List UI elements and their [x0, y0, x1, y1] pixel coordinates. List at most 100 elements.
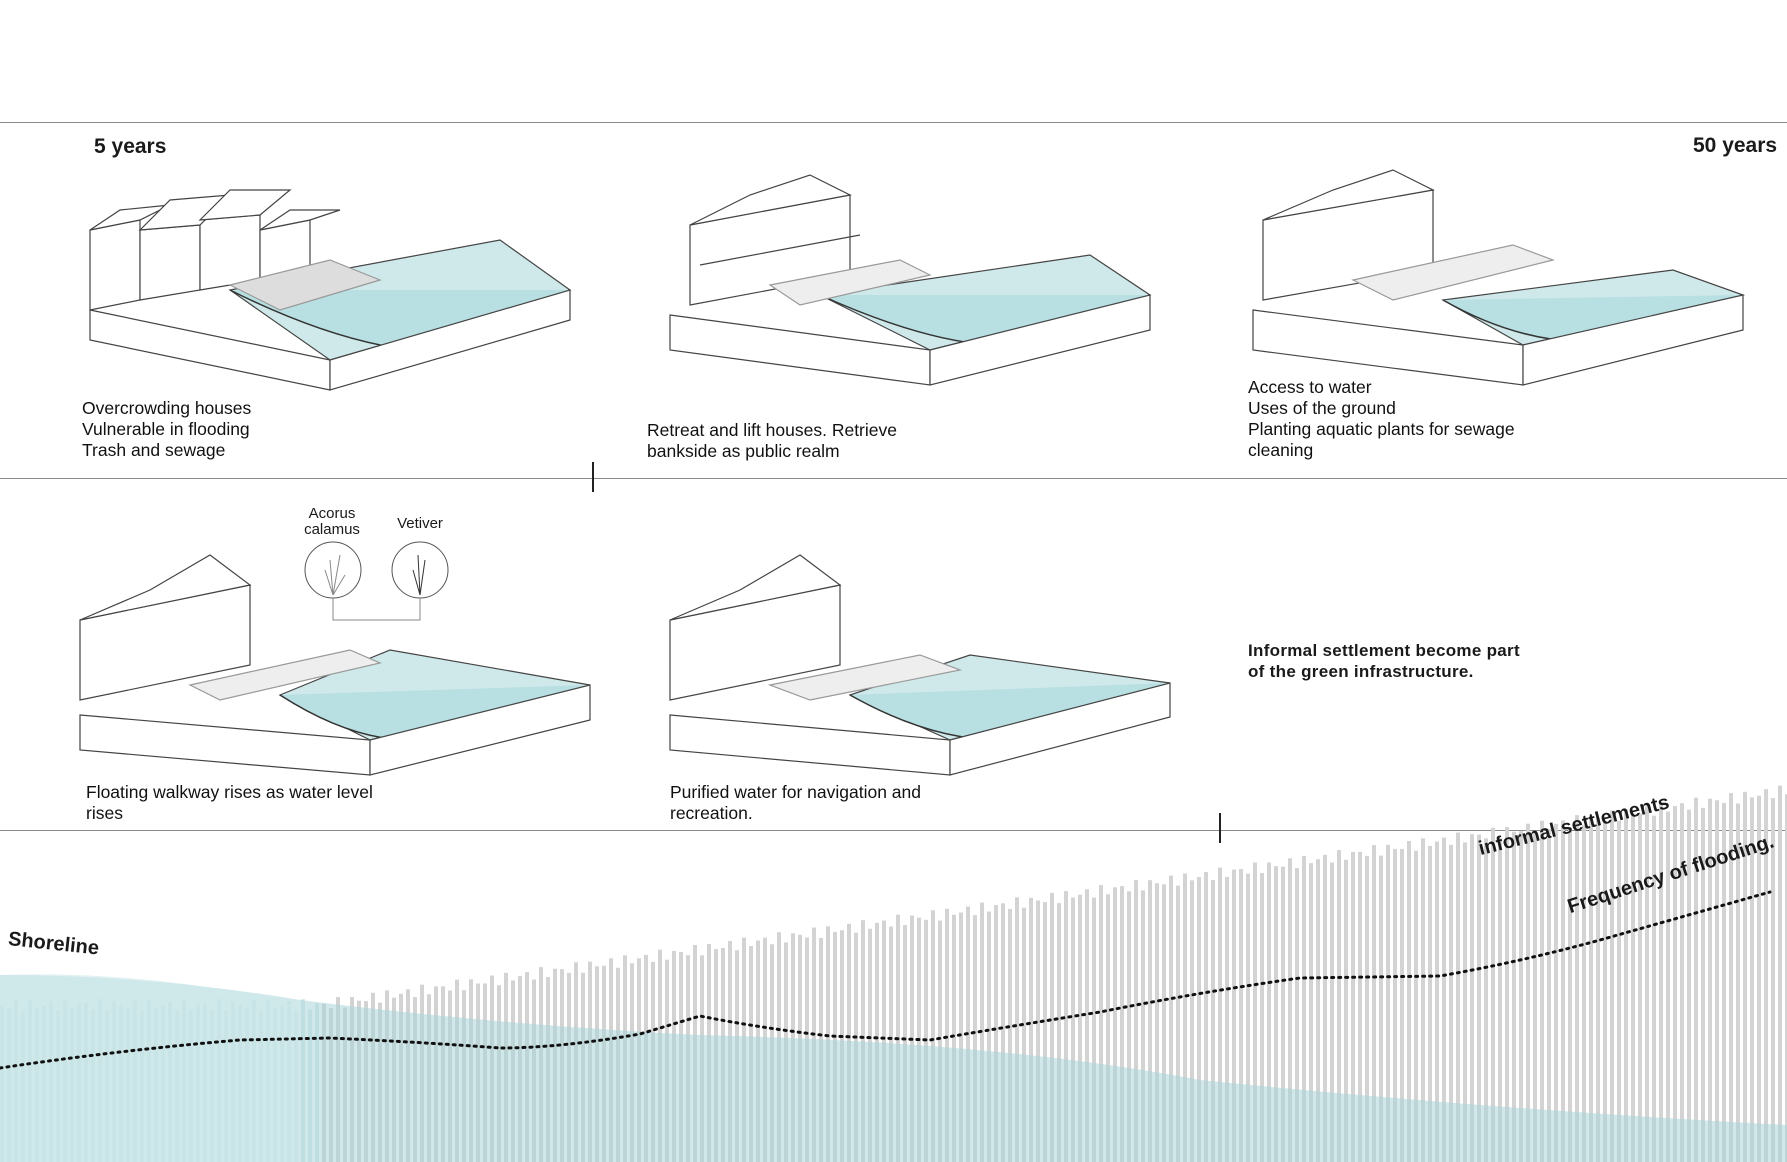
- settlement-bar: [1274, 866, 1278, 1162]
- settlement-bar: [1029, 897, 1033, 1162]
- panel-1-diagram: [89, 189, 572, 391]
- settlement-bar: [959, 912, 963, 1162]
- settlement-bar: [1050, 892, 1054, 1162]
- settlement-bar: [1008, 908, 1012, 1162]
- settlement-bar: [1589, 816, 1593, 1162]
- settlement-bar: [1456, 832, 1460, 1162]
- settlement-bar: [1351, 851, 1355, 1162]
- settlement-bar: [1064, 891, 1068, 1162]
- settlement-bar: [1778, 785, 1782, 1162]
- settlement-bar: [1624, 809, 1628, 1162]
- settlement-bar: [973, 915, 977, 1162]
- top-divider: [0, 122, 1787, 123]
- settlement-bar: [1540, 820, 1544, 1162]
- settlement-bar: [1715, 800, 1719, 1162]
- settlement-bar: [1659, 803, 1663, 1162]
- settlement-bar: [1687, 809, 1691, 1162]
- settlement-bar: [1127, 891, 1131, 1162]
- settlement-bar: [1428, 845, 1432, 1162]
- settlement-bar: [1246, 873, 1250, 1162]
- plant-label-acorus: Acorus calamus: [304, 505, 360, 538]
- settlement-bar: [1554, 823, 1558, 1162]
- settlement-bar: [1323, 854, 1327, 1162]
- settlement-bar: [1190, 880, 1194, 1162]
- settlement-bar: [1155, 883, 1159, 1162]
- settlement-bar: [952, 914, 956, 1162]
- settlement-bar: [1120, 886, 1124, 1162]
- settlement-bar: [1512, 831, 1516, 1162]
- settlement-bar: [1372, 845, 1376, 1162]
- settlement-bar: [1617, 820, 1621, 1162]
- settlement-bar: [1610, 810, 1614, 1162]
- shoreline-band: [0, 974, 300, 1162]
- settlement-bar: [1631, 814, 1635, 1162]
- timeline-tick-2: [1219, 813, 1221, 843]
- settlement-bar: [1176, 885, 1180, 1162]
- panel-4-caption: Floating walkway rises as water level ri…: [86, 782, 373, 823]
- settlement-bar: [1092, 897, 1096, 1162]
- settlement-bar: [987, 911, 991, 1162]
- settlement-bar: [1575, 815, 1579, 1162]
- settlement-bar: [1281, 866, 1285, 1162]
- settlement-bar: [1463, 842, 1467, 1162]
- settlement-bar: [1001, 903, 1005, 1162]
- settlement-bar: [1288, 858, 1292, 1162]
- settlement-bar: [1358, 851, 1362, 1162]
- conclusion-text: Informal settlement become part of the g…: [1248, 641, 1520, 681]
- settlement-bar: [861, 920, 865, 1162]
- panel-2-diagram: [669, 174, 1152, 386]
- settlement-bar: [1442, 837, 1446, 1162]
- settlement-bar: [1582, 825, 1586, 1162]
- settlement-bar: [931, 910, 935, 1162]
- settlement-bar: [1183, 873, 1187, 1162]
- settlement-bar: [1386, 844, 1390, 1162]
- settlement-bar: [1470, 834, 1474, 1162]
- settlement-bar: [1400, 848, 1404, 1162]
- settlement-bar: [1099, 885, 1103, 1162]
- settlement-bar: [1498, 838, 1502, 1162]
- settlement-bar: [1365, 855, 1369, 1162]
- settlement-bar: [1239, 868, 1243, 1162]
- timeline-graph: [0, 785, 1787, 1162]
- settlement-bar: [1561, 820, 1565, 1162]
- bottom-divider: [0, 830, 1787, 831]
- settlement-bar: [1603, 820, 1607, 1162]
- settlement-bar: [903, 925, 907, 1162]
- settlement-bar: [1106, 894, 1110, 1162]
- settlement-bar: [1414, 850, 1418, 1162]
- panel-3-caption: Access to water Uses of the ground Plant…: [1248, 377, 1515, 460]
- timeline-start-label: 5 years: [94, 135, 167, 158]
- panel-2-caption: Retreat and lift houses. Retrieve banksi…: [647, 420, 897, 461]
- settlement-bar: [1757, 795, 1761, 1162]
- settlement-bar: [1197, 877, 1201, 1162]
- settlement-bar: [1722, 802, 1726, 1162]
- settlement-bar: [1526, 823, 1530, 1162]
- settlement-bar: [1694, 797, 1698, 1162]
- settlement-bar: [1309, 863, 1313, 1162]
- settlement-bar: [1729, 793, 1733, 1162]
- settlement-bar: [1260, 873, 1264, 1162]
- settlement-bar: [1295, 868, 1299, 1162]
- settlement-bar: [1673, 806, 1677, 1162]
- settlement-bar: [1218, 867, 1222, 1162]
- settlement-bar: [1645, 806, 1649, 1162]
- settlement-bar: [1491, 827, 1495, 1162]
- panel-1-caption: Overcrowding houses Vulnerable in floodi…: [82, 398, 252, 460]
- settlement-bar: [882, 920, 886, 1162]
- settlement-bar: [1113, 887, 1117, 1162]
- settlement-bar: [938, 920, 942, 1162]
- settlement-bar: [994, 905, 998, 1162]
- settlement-bar: [1337, 850, 1341, 1162]
- settlement-bar: [1484, 838, 1488, 1162]
- settlement-bar: [1344, 859, 1348, 1162]
- settlement-bar: [945, 908, 949, 1162]
- settlement-bar: [1421, 838, 1425, 1162]
- settlement-bar: [1379, 855, 1383, 1162]
- settlement-bar: [1449, 844, 1453, 1162]
- settlement-bar: [1302, 855, 1306, 1162]
- flooding-frequency-line: [0, 890, 1772, 1070]
- timeline-tick-1: [592, 462, 594, 492]
- panel-4-diagram: [79, 554, 591, 776]
- settlement-bar: [1547, 828, 1551, 1162]
- panel-3-diagram: [1252, 169, 1746, 386]
